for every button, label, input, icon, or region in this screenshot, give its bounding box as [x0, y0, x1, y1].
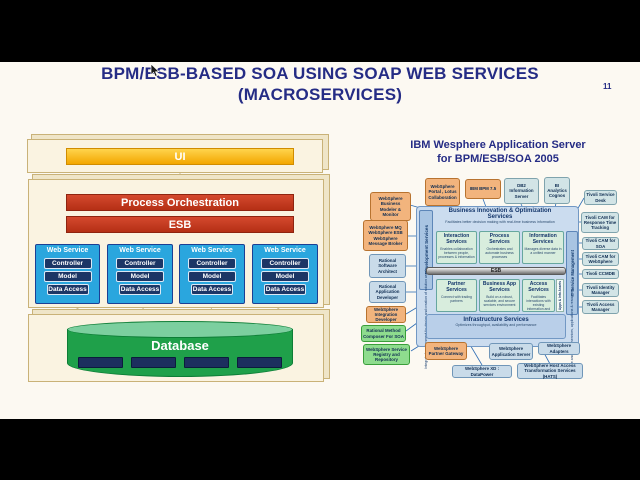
tivoli-cam-soa-box: Tivoli CAM for SOA: [582, 237, 619, 250]
data-access-layer: Data Access: [264, 284, 306, 296]
controller-layer: Controller: [43, 258, 92, 270]
db2-information-server-box: DB2 Information Server: [504, 178, 539, 204]
websphere-portal-box: WebSphere Portal , Lotus Collaboration: [425, 178, 460, 206]
access-services-cell: Access Services Facilitates interactions…: [522, 279, 555, 312]
right-title-line1: IBM Wesphere Application Server: [410, 139, 586, 151]
slide-title-line2: (MACROSERVICES): [237, 85, 403, 104]
right-title-line2: for BPM/ESB/SOA 2005: [437, 153, 559, 165]
rational-method-composer-box: Rational Method Composer For SOA: [361, 325, 406, 342]
websphere-partner-gateway-box: WebSphere Partner Gateway: [425, 342, 467, 360]
websphere-hats-box: WebSphere Host Access Transformation Ser…: [517, 363, 583, 379]
information-services-cell: Information Services Manages diverse dat…: [522, 231, 564, 264]
database-cylinder: Database: [67, 321, 293, 377]
infrastructure-services-band: Infrastructure Services Optimizes throug…: [426, 314, 566, 339]
websphere-adapters-box: WebSphere Adapters: [538, 342, 580, 355]
websphere-application-server-box: WebSphere Application Server: [489, 343, 533, 360]
model-layer: Model: [43, 271, 92, 283]
bi-analytics-cognos-box: BI Analytics Cognos: [544, 177, 570, 204]
model-layer: Model: [188, 271, 236, 283]
database-record-bar: [131, 357, 176, 368]
core-header: Business Innovation & Optimization Servi…: [436, 208, 564, 224]
data-access-layer: Data Access: [46, 284, 89, 296]
web-service-title: Web Service: [191, 247, 233, 254]
it-service-management-bar: IT Service Management: [566, 231, 578, 315]
interaction-services-cell: Interaction Services Enables collaborati…: [436, 231, 477, 264]
rational-application-developer-box: Rational Application Developer: [369, 281, 406, 303]
controller-layer: Controller: [188, 258, 236, 270]
web-service-title: Web Service: [264, 247, 306, 254]
tivoli-cam-response-time-box: Tivoli CAM for Response Time Tracking: [581, 212, 619, 233]
tivoli-access-manager-box: Tivoli Access Manager: [582, 300, 619, 314]
controller-layer: Controller: [116, 258, 164, 270]
websphere-service-registry-box: WebSphere Service Registry and Repositor…: [363, 344, 410, 365]
apps-info-assets-strip: Apps & Info Assets: [556, 279, 564, 312]
esb-bar: ESB: [66, 216, 294, 233]
model-layer: Model: [261, 271, 309, 283]
data-access-layer: Data Access: [119, 284, 161, 296]
slide-title-line1: BPM/ESB-BASED SOA USING SOAP WEB SERVICE…: [101, 64, 539, 83]
it-service-management-note: Manage and secure services, applications…: [569, 288, 574, 374]
core-header-subtitle: Facilitates better decision making with …: [445, 220, 555, 224]
tivoli-ccmdb-box: Tivoli CCMDB: [582, 269, 619, 279]
websphere-integration-developer-box: WebSphere Integration Developer: [366, 306, 406, 323]
ibm-bpm-box: IBM BPM 7.5: [465, 179, 501, 199]
web-service-column: Web Service Controller Model Data Access: [179, 244, 245, 304]
right-diagram-title: IBM Wesphere Application Server for BPM/…: [380, 138, 616, 166]
websphere-mq-esb-broker-box: WebSphere MQ WebSphere ESB WebSphere Mes…: [363, 220, 408, 251]
web-service-column: Web Service Controller Model Data Access: [107, 244, 173, 304]
database-label: Database: [151, 338, 209, 353]
controller-layer: Controller: [261, 258, 309, 270]
database-record-bar: [184, 357, 229, 368]
data-access-layer: Data Access: [191, 284, 233, 296]
tivoli-identity-manager-box: Tivoli Identity Manager: [582, 283, 619, 297]
database-cylinder-top: [67, 321, 293, 338]
database-records: [67, 357, 293, 368]
web-service-column: Web Service Controller Model Data Access: [252, 244, 318, 304]
process-orchestration-bar: Process Orchestration: [66, 194, 294, 211]
mouse-cursor-icon: [150, 64, 160, 77]
database-record-bar: [237, 357, 282, 368]
business-app-services-cell: Business App Services Build on a robust,…: [479, 279, 520, 312]
slide-title: BPM/ESB-BASED SOA USING SOAP WEB SERVICE…: [0, 63, 640, 105]
database-record-bar: [78, 357, 123, 368]
page-number: 11: [603, 82, 612, 91]
tivoli-cam-websphere-box: Tivoli CAM for WebSphere: [582, 252, 619, 266]
process-services-cell: Process Services Orchestrates and automa…: [479, 231, 520, 264]
rational-software-architect-box: Rational Software Architect: [369, 254, 406, 278]
websphere-xd-datapower-box: WebSphere XD : DataPower: [452, 365, 512, 378]
tivoli-service-desk-box: Tivoli Service Desk: [584, 190, 617, 205]
core-header-title: Business Innovation & Optimization Servi…: [448, 208, 552, 220]
web-service-title: Web Service: [119, 247, 161, 254]
ui-bar: UI: [66, 148, 294, 165]
model-layer: Model: [116, 271, 164, 283]
web-service-title: Web Service: [46, 247, 89, 254]
web-service-column: Web Service Controller Model Data Access: [35, 244, 100, 304]
partner-services-cell: Partner Services Connect with trading pa…: [436, 279, 477, 312]
websphere-business-modeler-box: WebSphere Business Modeler & Monitor: [370, 192, 411, 221]
core-esb-bar: ESB: [426, 267, 566, 275]
